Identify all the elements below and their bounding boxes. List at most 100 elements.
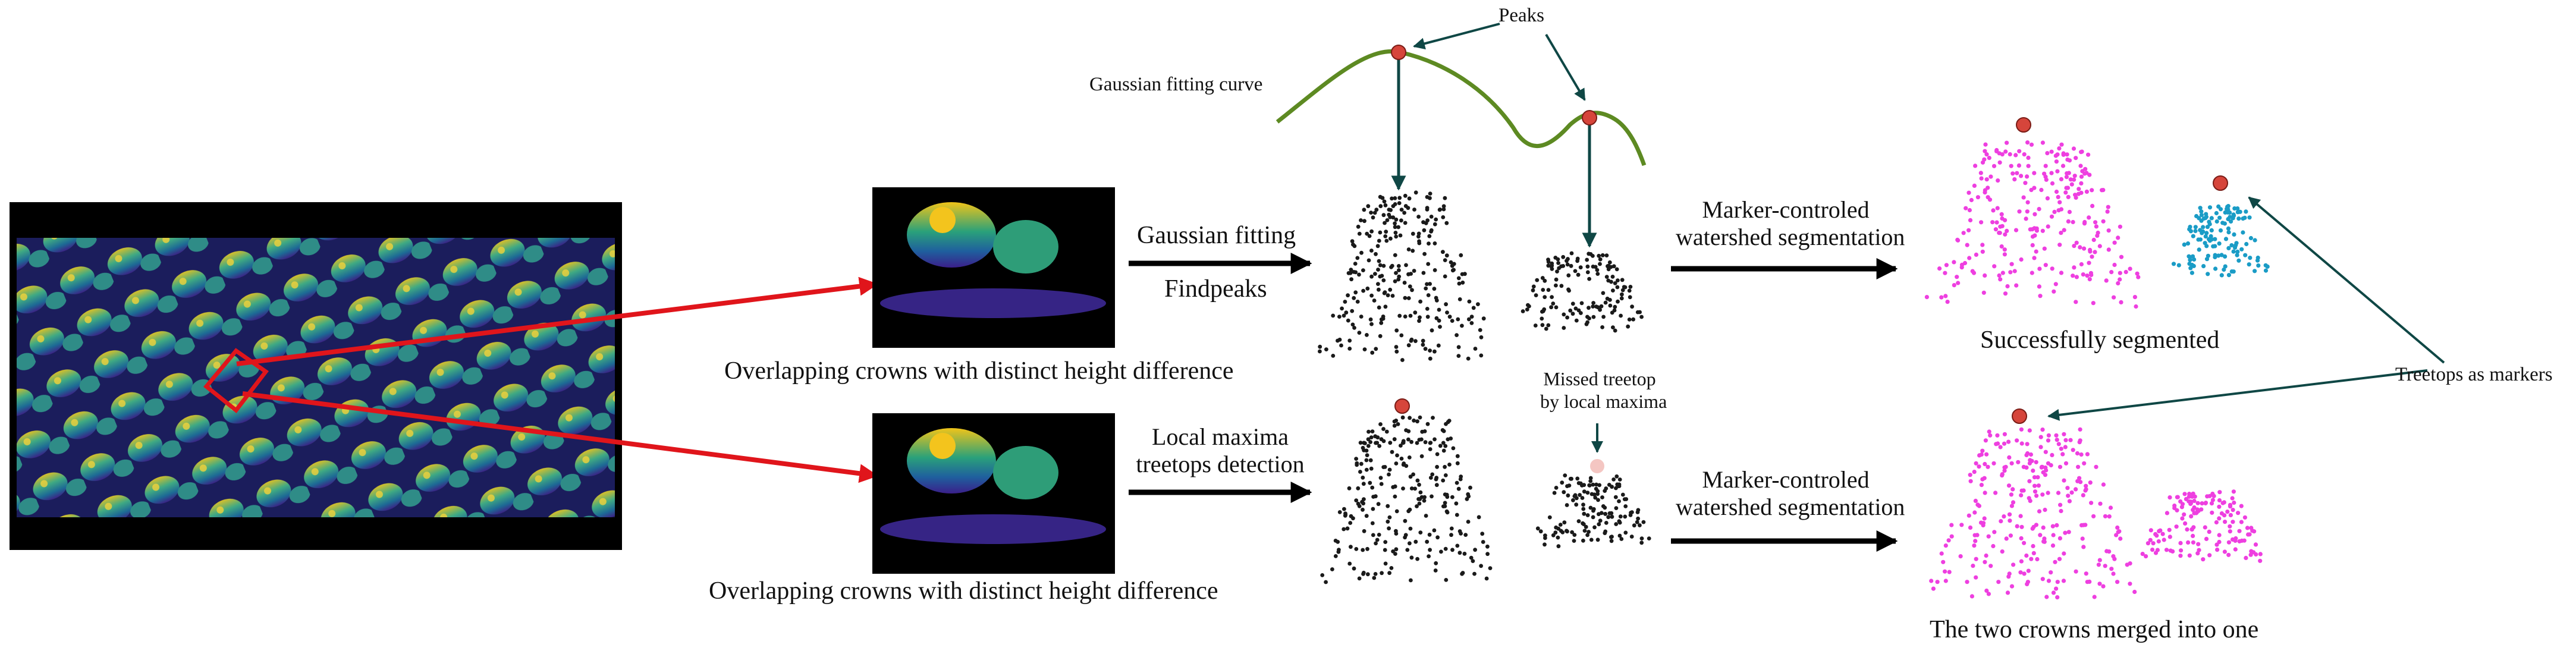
point — [1415, 557, 1420, 561]
point — [2232, 232, 2236, 237]
point — [1378, 204, 1383, 209]
point — [2203, 241, 2207, 246]
point — [1521, 309, 1525, 313]
point — [2092, 595, 2097, 599]
point — [1982, 476, 1987, 480]
point — [1974, 557, 1978, 561]
point — [1379, 482, 1384, 486]
point — [2025, 581, 2030, 587]
point — [2236, 216, 2241, 221]
point — [2134, 304, 2138, 309]
point — [1607, 260, 1612, 265]
missed-treetop-label: Missed treetop by local maxima — [1540, 367, 1667, 413]
point — [1441, 478, 1446, 483]
point — [1409, 337, 1414, 342]
point — [1578, 265, 1583, 270]
point — [1968, 218, 1973, 222]
point — [2054, 586, 2059, 591]
point — [2035, 557, 2040, 562]
point — [1428, 191, 1432, 196]
point — [1361, 445, 1365, 450]
point — [1455, 513, 1459, 517]
point — [2217, 490, 2222, 495]
point — [1460, 323, 1464, 328]
point — [1568, 476, 1573, 481]
point — [1984, 452, 1989, 457]
point — [1378, 230, 1383, 235]
point — [2171, 262, 2176, 266]
point — [2093, 220, 2098, 225]
point — [1547, 515, 1552, 520]
point — [1567, 483, 1572, 488]
point — [2228, 524, 2232, 529]
point — [1352, 296, 1356, 300]
point — [1357, 231, 1362, 236]
point — [1378, 263, 1383, 268]
point — [1427, 234, 1432, 238]
point — [2199, 507, 2204, 512]
point — [1408, 541, 1412, 546]
watershed-bottom-line2: watershed segmentation — [1676, 493, 1905, 520]
point — [1403, 193, 1408, 198]
point — [2031, 469, 2035, 473]
point — [1438, 208, 1443, 212]
point — [1571, 498, 1575, 502]
point — [1349, 277, 1354, 282]
point — [2222, 267, 2226, 272]
point — [1354, 498, 1359, 502]
point — [2027, 496, 2031, 501]
point — [2081, 272, 2085, 277]
crown-thumbnail-top — [872, 187, 1115, 348]
point — [1358, 441, 1363, 445]
point — [2046, 433, 2051, 438]
point — [1404, 263, 1408, 268]
point — [1373, 272, 1377, 276]
point — [1342, 507, 1346, 511]
point — [2067, 209, 2072, 215]
point — [1392, 423, 1397, 428]
point — [2062, 478, 2066, 483]
segmented-treetop-marker-1 — [2016, 117, 2031, 133]
point — [1466, 492, 1471, 496]
point — [2106, 247, 2111, 252]
point — [1984, 152, 1989, 157]
point — [2032, 186, 2037, 190]
point — [1635, 520, 1639, 524]
point — [1983, 142, 1988, 147]
point — [2209, 216, 2214, 221]
point — [2101, 482, 2106, 487]
point — [1361, 507, 1365, 512]
point — [1318, 344, 1322, 349]
point — [1984, 553, 1988, 558]
point — [1601, 315, 1606, 319]
point — [2200, 501, 2204, 506]
gaussian-curve-label: Gaussian fitting curve — [1089, 74, 1263, 95]
point — [2078, 427, 2082, 432]
point — [2243, 253, 2248, 257]
point — [1402, 210, 1407, 215]
merged-treetop-marker — [2012, 408, 2027, 424]
point — [1380, 571, 1384, 576]
point — [1401, 441, 1406, 445]
point — [2082, 219, 2087, 225]
point — [2054, 159, 2059, 164]
point — [2019, 493, 2024, 498]
point — [1365, 572, 1370, 577]
point — [1591, 315, 1596, 319]
point — [2118, 277, 2122, 282]
point — [2109, 270, 2114, 275]
point — [2043, 164, 2048, 168]
point — [2059, 142, 2064, 147]
point — [1374, 252, 1378, 256]
point — [1623, 285, 1628, 290]
point — [1587, 530, 1591, 534]
point — [2117, 529, 2122, 534]
point — [2233, 547, 2238, 552]
point — [2105, 209, 2110, 214]
point — [2195, 501, 2200, 505]
point — [1441, 429, 1446, 433]
point — [1365, 231, 1369, 236]
point — [2002, 432, 2007, 436]
point — [1617, 519, 1622, 524]
point — [2022, 540, 2027, 545]
